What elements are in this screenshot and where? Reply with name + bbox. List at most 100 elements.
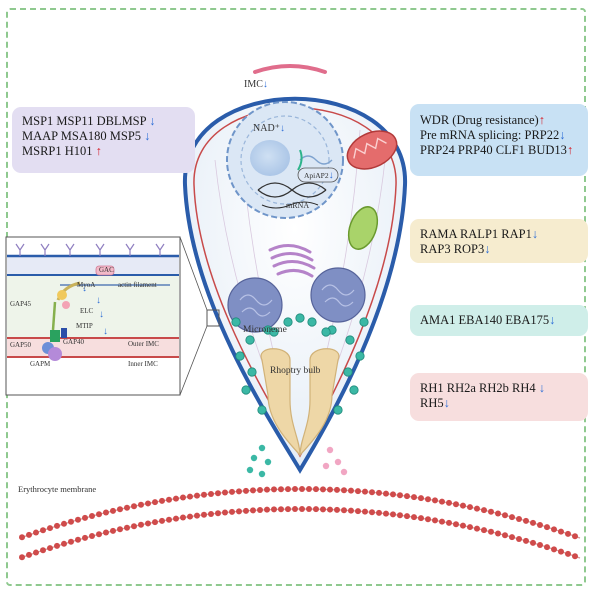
lipid-head [509, 514, 515, 521]
microneme-dot [345, 335, 355, 345]
imc-arrow: ↓ [262, 79, 268, 90]
svg-text:↓: ↓ [99, 309, 104, 320]
lipid-head [201, 491, 207, 498]
surface-row-1: MSP1 MSP11 DBLMSP ↓ [22, 114, 185, 129]
lipid-head [523, 517, 529, 524]
rhoptry-arrow-1: ↓ [531, 227, 539, 241]
secreted-dot [340, 468, 348, 476]
secreted-dot [258, 444, 266, 452]
lipid-head [530, 539, 536, 546]
lipid-head [341, 507, 347, 514]
lipid-head [369, 489, 375, 496]
drug-arrow-2: ↓ [559, 128, 566, 142]
lipid-head [215, 490, 221, 497]
rh-line-2: RH5 [420, 396, 444, 410]
inset-elc-label: ELC [80, 307, 94, 315]
erythrocyte-membrane [19, 486, 581, 561]
lipid-head [222, 489, 228, 496]
drug-arrow-3: ↑ [566, 143, 574, 157]
lipid-head [117, 506, 123, 513]
lipid-head [460, 502, 466, 509]
lipid-head [355, 488, 361, 495]
lipid-head [271, 506, 277, 513]
lipid-head [138, 521, 144, 528]
secreted-dot [334, 458, 342, 466]
lipid-head [236, 508, 242, 515]
lipid-head [33, 529, 39, 536]
lipid-head [411, 514, 417, 521]
lipid-head [551, 526, 557, 533]
inset-actin-label: actin filament [118, 281, 157, 289]
microneme-dot [283, 317, 293, 327]
lipid-head [537, 542, 543, 548]
microneme-line-1: AMA1 EBA140 EBA175 [420, 313, 550, 327]
lipid-head [292, 486, 298, 493]
lipid-head [572, 553, 578, 560]
lipid-head [180, 494, 186, 501]
microneme-dot [355, 351, 365, 361]
svg-text:↓: ↓ [82, 283, 87, 294]
apiap2-label: ApiAP2↓ [304, 170, 334, 181]
lipid-head [495, 530, 501, 537]
secreted-vesicles [246, 444, 348, 478]
surface-row-2: MAAP MSA180 MSP5 ↓ [22, 129, 185, 144]
zoom-callout [179, 236, 220, 396]
microneme-dot [295, 313, 305, 323]
lipid-head [453, 521, 459, 528]
rh-row-1: RH1 RH2a RH2b RH4 ↓ [420, 381, 578, 396]
rh-arrow-2: ↓ [443, 396, 450, 410]
lipid-head [47, 545, 53, 552]
microneme-dot [349, 385, 359, 395]
lipid-head [103, 529, 109, 536]
lipid-head [306, 486, 312, 493]
lipid-head [54, 522, 60, 529]
lipid-head [418, 515, 424, 522]
lipid-head [565, 550, 571, 557]
rhoptry-row-1: RAMA RALP1 RAP1↓ [420, 227, 578, 242]
microneme-dot [247, 367, 257, 377]
drug-line-2: Pre mRNA splicing: PRP22 [420, 128, 560, 142]
lipid-head [278, 486, 284, 493]
lipid-head [509, 534, 515, 541]
lipid-head [544, 524, 550, 531]
lipid-head [488, 528, 494, 535]
lipid-head [222, 509, 228, 516]
drug-row-3: PRP24 PRP40 CLF1 BUD13↑ [420, 143, 578, 158]
lipid-head [264, 486, 270, 493]
lipid-head [313, 486, 319, 493]
lipid-head [467, 504, 473, 511]
rhoptry-line-2: RAP3 ROP3 [420, 242, 485, 256]
lipid-head [432, 497, 438, 504]
lipid-head [61, 540, 67, 547]
inset-inner-imc-label: Inner IMC [128, 360, 158, 368]
lipid-head [383, 490, 389, 497]
rh-line-1: RH1 RH2a RH2b RH4 [420, 381, 536, 395]
lipid-head [558, 548, 564, 555]
lipid-head [537, 522, 543, 528]
lipid-head [194, 512, 200, 519]
lipid-head [110, 527, 116, 534]
lipid-head [383, 510, 389, 517]
lipid-head [131, 503, 137, 510]
lipid-head [145, 500, 151, 507]
lipid-head [306, 506, 312, 513]
lipid-head [334, 506, 340, 513]
apiap2-label-text: ApiAP2 [304, 171, 329, 180]
surface-arrow-2: ↓ [144, 129, 151, 143]
lipid-head [397, 512, 403, 519]
lipid-head [215, 510, 221, 517]
lipid-head [348, 487, 354, 494]
lipid-head [334, 486, 340, 493]
lipid-head [19, 534, 25, 541]
lipid-head [89, 513, 95, 520]
lipid-head [327, 486, 333, 493]
lipid-head [40, 547, 46, 554]
lipid-head [355, 508, 361, 515]
lipid-head [390, 511, 396, 518]
mrna-label: mRNA [286, 201, 310, 210]
surface-row-3: MSRP1 H101 ↑ [22, 144, 185, 159]
drug-arrow-1: ↑ [538, 113, 545, 127]
microneme-dot [343, 367, 353, 377]
lipid-head [47, 525, 53, 532]
lipid-head [369, 509, 375, 516]
